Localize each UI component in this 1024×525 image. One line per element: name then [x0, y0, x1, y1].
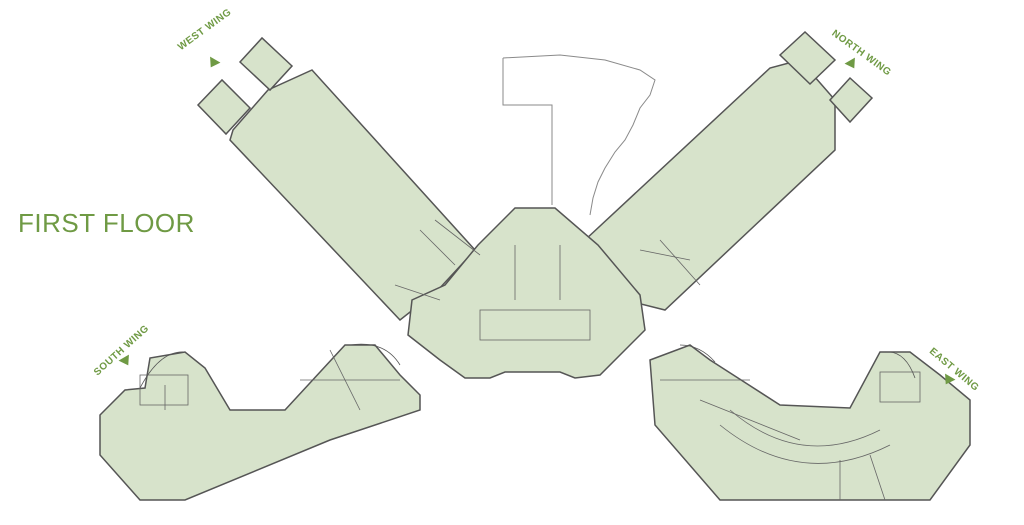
interior-walls — [139, 219, 921, 501]
west-wing-stair — [238, 36, 294, 92]
site-outline — [502, 54, 656, 216]
building-floor — [99, 30, 971, 501]
central-hub — [407, 207, 646, 379]
west-wing-stair — [196, 78, 252, 136]
north-wing-block — [584, 59, 836, 311]
south-wing-block — [99, 344, 421, 501]
west-wing-block — [229, 69, 477, 322]
north-wing-stair — [828, 76, 874, 124]
floor-title: FIRST FLOOR — [18, 208, 195, 238]
north-wing-stair — [778, 30, 837, 86]
east-wing-block — [649, 344, 971, 501]
stair-arcs — [139, 343, 916, 389]
